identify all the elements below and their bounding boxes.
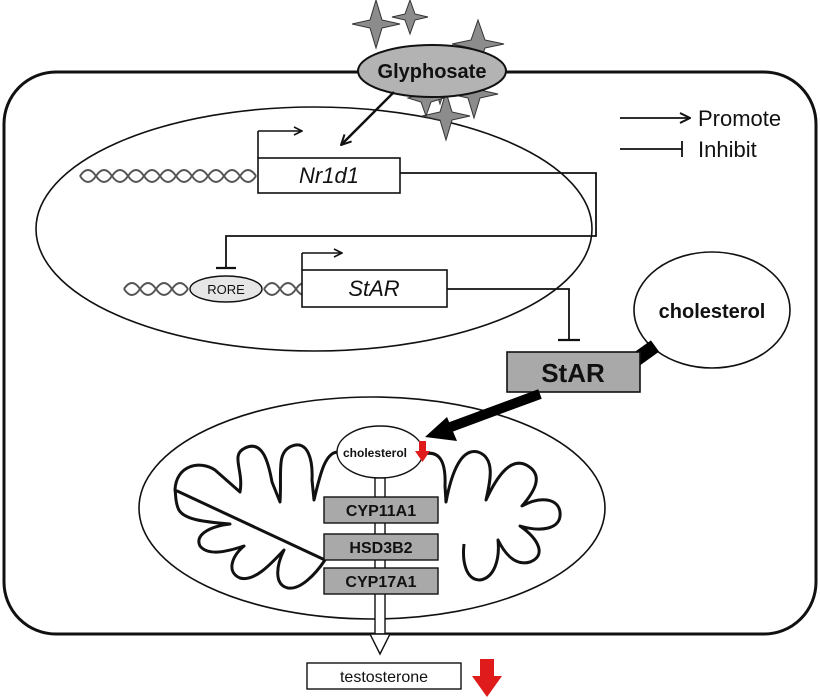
glyphosate-oval (357, 44, 507, 98)
pathway-arrowhead (368, 633, 392, 656)
legend-inhibit-label: Inhibit (698, 137, 757, 162)
legend: Promote Inhibit (620, 106, 781, 162)
star-gene-box (301, 269, 448, 308)
nucleus (35, 106, 593, 352)
enzyme-hsd3b2-box (323, 533, 439, 561)
enzyme-cyp11a1-box (323, 496, 439, 524)
star-to-mito-thick-line (446, 389, 542, 433)
legend-promote-label: Promote (698, 106, 781, 131)
glyphosate-to-nr1d1-arrow (341, 91, 395, 145)
rore-label: RORE (207, 282, 245, 297)
cholesterol-oval (633, 251, 791, 369)
red-down-arrow-icon (415, 441, 430, 462)
nr1d1-to-rore-inhibit (225, 172, 597, 268)
rore-element (189, 275, 263, 303)
star-to-mito-arrowhead (425, 417, 457, 441)
nr1d1-gene-box (257, 157, 401, 194)
mitochondrion-outer (138, 396, 606, 620)
star-protein-box (506, 351, 641, 393)
testosterone-label: testosterone (340, 669, 428, 686)
star-gene-to-protein-connector (447, 288, 570, 340)
red-down-arrow-icon (472, 659, 502, 697)
star-gene-label: StAR (348, 276, 399, 301)
enzyme-hsd3b2-label: HSD3B2 (349, 540, 412, 557)
mitochondrion-cristae (173, 443, 562, 590)
testosterone-box (306, 662, 462, 690)
enzyme-cyp17a1-label: CYP17A1 (345, 574, 416, 591)
enzyme-cyp17a1-box (323, 567, 439, 595)
enzyme-cyp11a1-label: CYP11A1 (346, 503, 416, 520)
dna-helix-icon (79, 169, 257, 183)
nr1d1-gene-label: Nr1d1 (299, 163, 359, 188)
star-protein-label: StAR (541, 358, 605, 388)
cholesterol-label: cholesterol (659, 301, 766, 323)
glyphosate-label: Glyphosate (378, 61, 487, 83)
mito-cholesterol-label: cholesterol (343, 446, 407, 460)
